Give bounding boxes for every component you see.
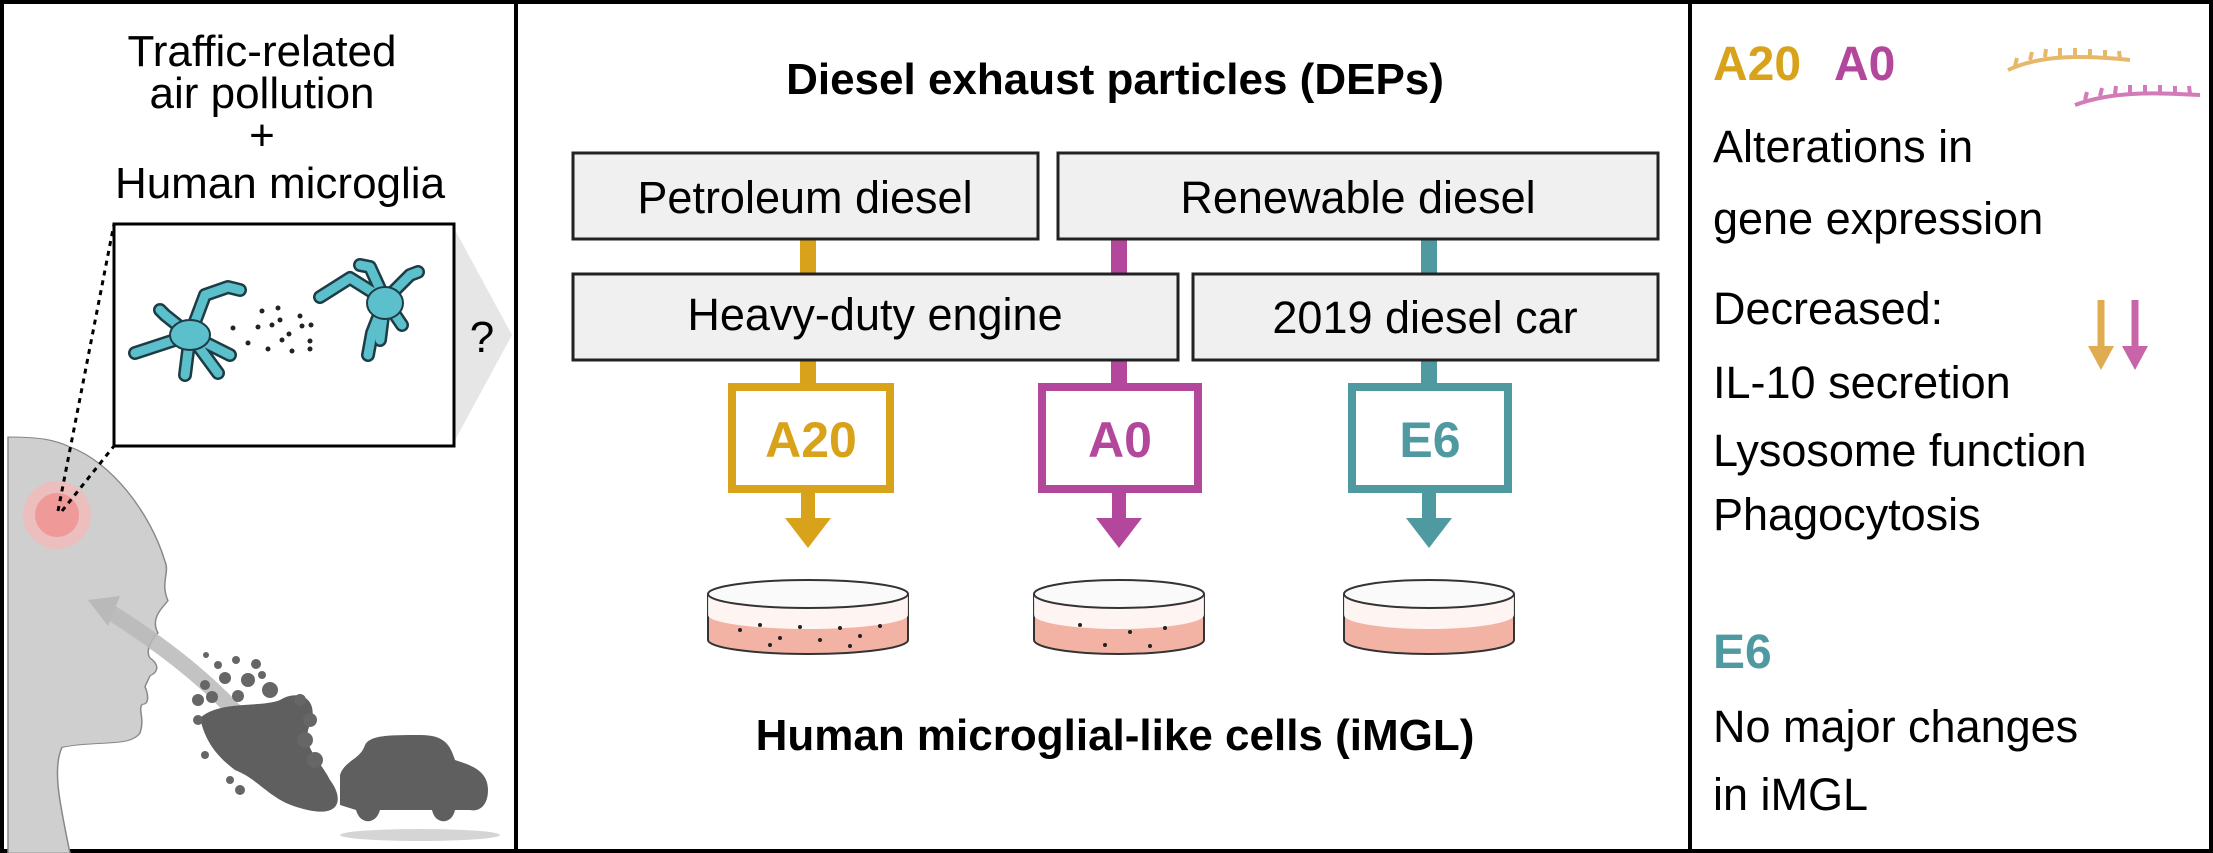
rna-strand-a0-icon [2074, 85, 2201, 107]
sample-label-a0: A0 [1088, 412, 1152, 468]
sample-box-a0 [1038, 383, 1202, 493]
car-shadow [340, 829, 500, 841]
left-title-line-2: air pollution [149, 69, 374, 118]
fuel-label-petroleum: Petroleum diesel [637, 172, 972, 223]
decrease-arrow-a20-icon [2088, 300, 2114, 370]
left-title-line-3: + [249, 111, 275, 160]
microglia-cell-left-icon [128, 280, 247, 382]
microglia-inset-box [112, 222, 456, 448]
alterations-line-1: Alterations in [1713, 121, 1973, 172]
no-change-line-2: in iMGL [1713, 769, 1868, 820]
rna-strand-a20-icon [2007, 48, 2131, 72]
petri-dish-e6-icon [1343, 579, 1515, 655]
zoom-line-top [56, 223, 116, 512]
engine-label-heavy-duty: Heavy-duty engine [687, 289, 1062, 340]
engine-label-diesel-car: 2019 diesel car [1272, 292, 1577, 343]
middle-bottom-title: Human microglial-like cells (iMGL) [756, 711, 1475, 760]
petri-dish-a0-icon [1033, 579, 1205, 655]
left-panel: Traffic-related air pollution + Human mi… [7, 27, 512, 853]
a20-arrow-icon [785, 518, 831, 548]
no-change-line-1: No major changes [1713, 701, 2078, 752]
left-title-line-1: Traffic-related [128, 27, 397, 76]
fuel-box-renewable [1056, 151, 1660, 241]
callout-pointer [454, 228, 512, 442]
sample-label-a20: A20 [765, 412, 857, 468]
decreased-label: Decreased: [1713, 283, 1943, 334]
brain-hotspot-inner [35, 493, 79, 537]
fuel-label-renewable: Renewable diesel [1180, 172, 1535, 223]
microglia-cell-right-icon [313, 258, 425, 362]
group2-label-e6: E6 [1713, 626, 1772, 679]
group1-label-a0: A0 [1834, 38, 1895, 91]
exhaust-cloud-icon [200, 695, 338, 812]
petri-dish-a20-icon [707, 579, 909, 655]
inhale-arrowhead [88, 596, 120, 626]
zoom-line-bottom [60, 445, 116, 512]
middle-title: Diesel exhaust particles (DEPs) [786, 55, 1444, 104]
fuel-box-petroleum [571, 151, 1040, 241]
engine-box-diesel-car [1191, 272, 1660, 362]
decreased-item-il10: IL-10 secretion [1713, 357, 2011, 408]
car-icon [340, 735, 488, 822]
decreased-item-lysosome: Lysosome function [1713, 425, 2087, 476]
a0-arrow-icon [1096, 518, 1142, 548]
left-title-line-4: Human microglia [115, 159, 446, 208]
engine-box-heavy-duty [571, 272, 1180, 362]
middle-panel: Diesel exhaust particles (DEPs) Petroleu… [571, 55, 1660, 760]
exhaust-particles [192, 652, 323, 795]
group1-label-a20: A20 [1713, 38, 1801, 91]
question-mark: ? [470, 313, 494, 362]
alterations-line-2: gene expression [1713, 193, 2043, 244]
sample-box-a20 [728, 383, 894, 493]
right-panel: A20 A0 Alterations in gene expression De… [1713, 38, 2201, 820]
sample-box-e6 [1348, 383, 1512, 493]
decrease-arrow-a0-icon [2122, 300, 2148, 370]
particles-between-cells [230, 305, 314, 354]
sample-label-e6: E6 [1399, 412, 1460, 468]
e6-arrow-icon [1406, 518, 1452, 548]
decreased-item-phagocytosis: Phagocytosis [1713, 489, 1981, 540]
